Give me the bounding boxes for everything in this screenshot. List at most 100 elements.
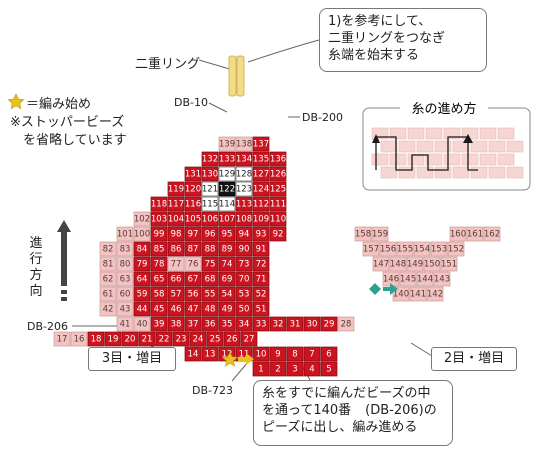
bead-103: [150, 211, 168, 227]
bead-78: [150, 256, 168, 272]
bead-135: [252, 151, 270, 167]
bead-160: [449, 226, 467, 242]
bead-number-159: 159: [372, 230, 388, 240]
bead-number-46: 46: [171, 305, 182, 315]
bead-number-151: 151: [441, 260, 457, 270]
bead-73: [235, 256, 253, 272]
brick-cell: [443, 153, 461, 166]
bead-number-74: 74: [222, 260, 233, 270]
bead-68: [201, 271, 219, 287]
bead-number-135: 135: [253, 155, 269, 165]
bead-107: [218, 211, 236, 227]
bead-number-10: 10: [256, 350, 267, 360]
bead-13: [201, 346, 219, 362]
bead-number-70: 70: [239, 275, 250, 285]
bead-67: [184, 271, 202, 287]
bead-63: [116, 271, 134, 287]
bead-84: [133, 241, 151, 257]
bead-number-124: 124: [253, 185, 269, 195]
bead-number-96: 96: [205, 230, 216, 240]
brick-cell: [425, 153, 443, 166]
bead-16: [70, 331, 88, 347]
bead-number-109: 109: [253, 215, 269, 225]
bead-number-58: 58: [154, 290, 165, 300]
brick-cell: [434, 166, 452, 179]
bead-number-130: 130: [202, 170, 218, 180]
bead-number-6: 6: [326, 350, 331, 360]
bead-number-84: 84: [137, 245, 148, 255]
ring-leader-line: [198, 59, 234, 71]
bead-number-129: 129: [219, 170, 235, 180]
bottom-note-line: 糸をすでに編んだビーズの中: [262, 386, 431, 401]
bead-number-60: 60: [120, 290, 131, 300]
bead-82: [99, 241, 117, 257]
bead-number-141: 141: [410, 290, 426, 300]
bead-149: [406, 256, 424, 272]
bead-86: [167, 241, 185, 257]
brick-cell: [479, 127, 497, 140]
bead-138: [235, 136, 253, 152]
bead-60: [116, 286, 134, 302]
bead-number-149: 149: [407, 260, 423, 270]
bead-number-68: 68: [205, 275, 216, 285]
bead-number-89: 89: [222, 245, 233, 255]
bead-87: [184, 241, 202, 257]
bead-number-53: 53: [239, 290, 250, 300]
leader-lines: [72, 39, 433, 382]
bead-101: [116, 226, 134, 242]
bead-153: [430, 241, 448, 257]
bead-number-35: 35: [222, 320, 233, 330]
bead-number-77: 77: [171, 260, 182, 270]
bead-22: [155, 331, 173, 347]
bottom-note-line: (DB-206)の: [365, 403, 437, 418]
bead-number-121: 121: [202, 185, 218, 195]
bead-18: [87, 331, 105, 347]
bead-number-44: 44: [137, 305, 148, 315]
bead-number-97: 97: [188, 230, 199, 240]
bead-number-76: 76: [188, 260, 199, 270]
bead-number-56: 56: [188, 290, 199, 300]
brick-cell: [434, 140, 452, 153]
bead-number-136: 136: [270, 155, 286, 165]
bead-number-88: 88: [205, 245, 216, 255]
bead-39: [150, 316, 168, 332]
bead-45: [150, 301, 168, 317]
bead-number-34: 34: [239, 320, 250, 330]
start-arrow-icon: [238, 353, 254, 365]
bead-number-40: 40: [137, 320, 148, 330]
bead-number-110: 110: [270, 215, 286, 225]
brick-cell: [479, 153, 497, 166]
bead-number-30: 30: [307, 320, 318, 330]
db200-label: DB-200: [302, 111, 343, 124]
bead-66: [167, 271, 185, 287]
bead-132: [201, 151, 219, 167]
bead-58: [150, 286, 168, 302]
double-ring-icon: [228, 55, 245, 97]
bead-number-72: 72: [256, 260, 267, 270]
bead-40: [133, 316, 151, 332]
bead-number-38: 38: [171, 320, 182, 330]
bead-94: [235, 226, 253, 242]
bead-number-21: 21: [142, 335, 153, 345]
bead-number-132: 132: [202, 155, 218, 165]
bead-115: [201, 196, 219, 212]
marker-140-arrow-icon: [383, 283, 398, 295]
bead-129: [218, 166, 236, 182]
bead-25: [206, 331, 224, 347]
bead-110: [269, 211, 287, 227]
bead-62: [99, 271, 117, 287]
bead-38: [167, 316, 185, 332]
bead-number-66: 66: [171, 275, 182, 285]
bead-number-152: 152: [448, 245, 464, 255]
brick-cell: [389, 153, 407, 166]
bead-number-98: 98: [171, 230, 182, 240]
bead-2: [269, 361, 287, 377]
brick-cell: [470, 166, 488, 179]
bead-59: [133, 286, 151, 302]
bead-number-16: 16: [74, 335, 85, 345]
brick-cell: [506, 166, 524, 179]
bead-number-57: 57: [171, 290, 182, 300]
bead-35: [218, 316, 236, 332]
bead-91: [252, 241, 270, 257]
direction-label: 進 行 方 向: [28, 236, 44, 300]
